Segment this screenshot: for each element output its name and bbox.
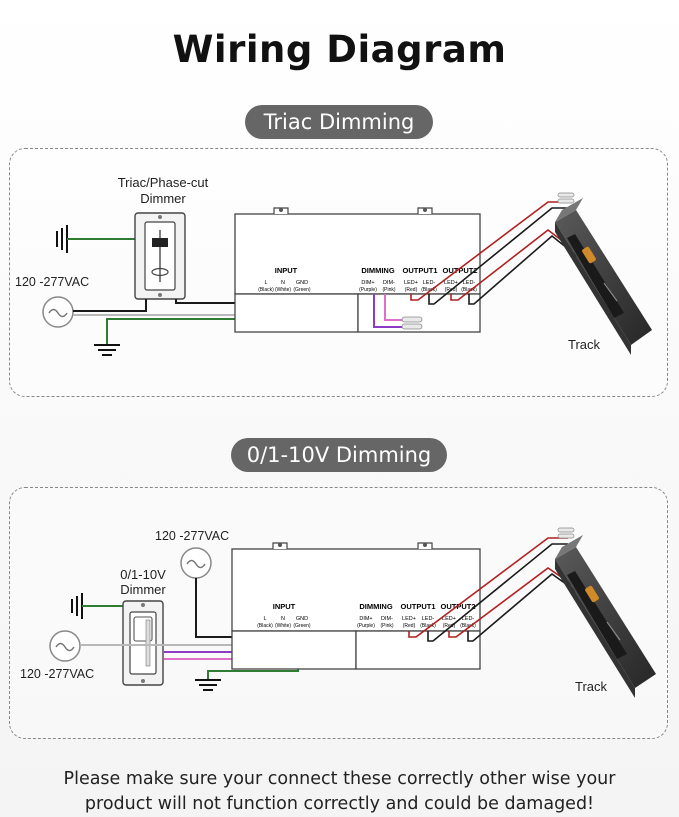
terminal-dim-plus-color: (Purple) xyxy=(359,287,377,293)
terminal-dim-minus: DIM- xyxy=(383,280,395,286)
track-icon xyxy=(555,198,652,355)
o1-led-minus: LED- xyxy=(422,616,435,622)
triac-dimmer-icon xyxy=(134,212,186,300)
dim10v-dimmer-label-1: 0/1-10V xyxy=(120,567,166,582)
dimming-label: DIMMING xyxy=(361,266,394,275)
driver-box xyxy=(234,207,481,333)
o2-led-minus: LED- xyxy=(463,280,476,286)
dim10v-dimmer-label-2: Dimmer xyxy=(120,582,166,597)
dim10v-source-label-left: 120 -277VAC xyxy=(20,667,94,681)
terminal-gnd: GND xyxy=(296,616,308,622)
o1-led-plus: LED+ xyxy=(402,616,416,622)
o1-led-minus-color: (Black) xyxy=(421,287,437,293)
warning-note: Please make sure your connect these corr… xyxy=(0,767,679,817)
dim10v-section: 120 -277VAC 0/1-10V Dimmer xyxy=(20,527,656,698)
o2-led-minus: LED- xyxy=(462,616,475,622)
terminal-l-color: (Black) xyxy=(257,623,273,629)
section-pill-triac: Triac Dimming xyxy=(245,105,433,139)
ground-icon xyxy=(195,679,221,691)
o1-led-minus: LED- xyxy=(423,280,436,286)
terminal-dim-minus-color: (Pink) xyxy=(382,287,395,293)
o2-led-plus: LED+ xyxy=(442,616,456,622)
terminal-dim-minus-color: (Pink) xyxy=(380,623,393,629)
track-icon xyxy=(555,535,656,698)
warning-note-line-1: Please make sure your connect these corr… xyxy=(63,769,616,789)
terminal-gnd-color: (Green) xyxy=(293,623,311,629)
output2-label: OUTPUT2 xyxy=(440,602,475,611)
terminal-l: L xyxy=(263,616,266,622)
output1-label: OUTPUT1 xyxy=(402,266,437,275)
o1-led-minus-color: (Black) xyxy=(420,623,436,629)
terminal-n-color: (White) xyxy=(275,287,291,293)
ac-source-icon xyxy=(180,547,212,579)
o2-led-plus-color: (Red) xyxy=(443,623,456,629)
terminal-dim-minus: DIM- xyxy=(381,616,393,622)
o1-led-plus: LED+ xyxy=(404,280,418,286)
terminal-gnd-color: (Green) xyxy=(293,287,311,293)
triac-track-label: Track xyxy=(568,337,601,352)
ground-icon xyxy=(56,225,68,253)
output2-label: OUTPUT2 xyxy=(442,266,477,275)
input-label: INPUT xyxy=(275,266,298,275)
terminal-dim-plus: DIM+ xyxy=(361,280,374,286)
o1-led-plus-color: (Red) xyxy=(405,287,418,293)
output1-label: OUTPUT1 xyxy=(400,602,435,611)
input-label: INPUT xyxy=(273,602,296,611)
terminal-n: N xyxy=(281,280,285,286)
ground-icon xyxy=(71,593,83,619)
section-pill-0-10v: 0/1-10V Dimming xyxy=(231,438,447,472)
terminal-l-color: (Black) xyxy=(258,287,274,293)
o2-led-plus: LED+ xyxy=(444,280,458,286)
terminal-gnd: GND xyxy=(296,280,308,286)
terminal-n: N xyxy=(281,616,285,622)
triac-dimmer-label-1: Triac/Phase-cut xyxy=(118,175,209,190)
terminal-dim-plus: DIM+ xyxy=(359,616,372,622)
panel-triac xyxy=(9,148,668,397)
driver-box xyxy=(231,542,481,670)
ac-source-icon xyxy=(42,296,74,328)
dim10v-source-label-top: 120 -277VAC xyxy=(155,529,229,543)
page-title: Wiring Diagram xyxy=(172,28,507,71)
terminal-n-color: (White) xyxy=(275,623,291,629)
ac-source-icon xyxy=(49,630,81,662)
dimming-label: DIMMING xyxy=(359,602,392,611)
ground-icon xyxy=(94,344,120,356)
terminal-l: L xyxy=(264,280,267,286)
terminal-dim-plus-color: (Purple) xyxy=(357,623,375,629)
dim10v-dimmer-icon xyxy=(122,600,164,686)
o2-led-minus-color: (Black) xyxy=(460,623,476,629)
o1-led-plus-color: (Red) xyxy=(403,623,416,629)
warning-note-line-2: product will not function correctly and … xyxy=(84,794,595,814)
o2-led-minus-color: (Black) xyxy=(461,287,477,293)
dim10v-track-label: Track xyxy=(575,679,608,694)
triac-section: Triac/Phase-cut Dimmer 120 -277VAC xyxy=(15,175,652,356)
triac-dimmer-label-2: Dimmer xyxy=(140,191,186,206)
triac-source-label: 120 -277VAC xyxy=(15,275,89,289)
